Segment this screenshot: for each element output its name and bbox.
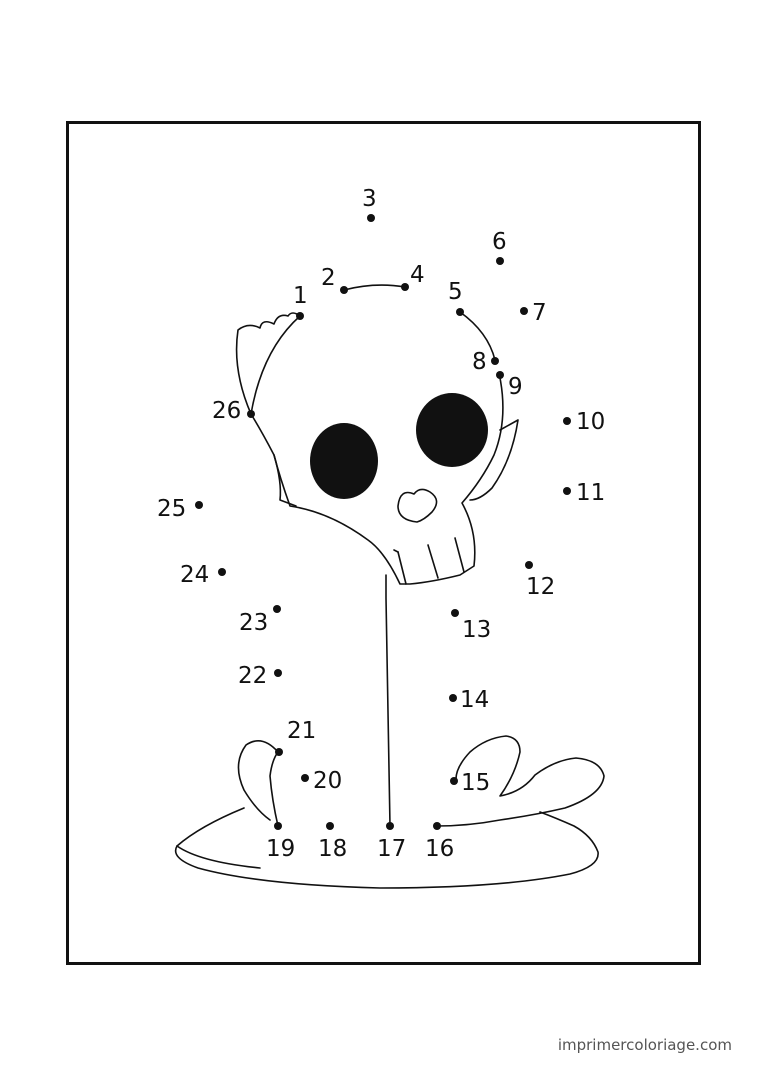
- dot-14: [449, 694, 457, 702]
- dot-label-17: 17: [377, 836, 406, 862]
- dot-13: [451, 609, 459, 617]
- dot-label-5: 5: [448, 279, 463, 305]
- dot-label-2: 2: [321, 265, 336, 291]
- dot-2: [340, 286, 348, 294]
- dot-label-19: 19: [266, 836, 295, 862]
- dot-label-7: 7: [532, 300, 547, 326]
- dot-3: [367, 214, 375, 222]
- dot-20: [301, 774, 309, 782]
- dot-26: [247, 410, 255, 418]
- dot-21: [275, 748, 283, 756]
- dot-18: [326, 822, 334, 830]
- dot-label-23: 23: [239, 610, 268, 636]
- dot-label-18: 18: [318, 836, 347, 862]
- dot-5: [456, 308, 464, 316]
- dot-16: [433, 822, 441, 830]
- skull-flower-drawing: [174, 284, 605, 889]
- dot-7: [520, 307, 528, 315]
- page-frame: [66, 121, 701, 965]
- dot-1: [296, 312, 304, 320]
- dot-4: [401, 283, 409, 291]
- dot-label-1: 1: [293, 283, 308, 309]
- dot-label-12: 12: [526, 574, 555, 600]
- dot-label-16: 16: [425, 836, 454, 862]
- dot-25: [195, 501, 203, 509]
- dot-label-24: 24: [180, 562, 209, 588]
- dot-label-10: 10: [576, 409, 605, 435]
- dot-label-6: 6: [492, 229, 507, 255]
- dot-19: [274, 822, 282, 830]
- site-credit: imprimercoloriage.com: [557, 1036, 732, 1054]
- dot-12: [525, 561, 533, 569]
- dot-label-9: 9: [508, 374, 523, 400]
- dot-22: [274, 669, 282, 677]
- dot-label-13: 13: [462, 617, 491, 643]
- dot-24: [218, 568, 226, 576]
- dot-label-26: 26: [212, 398, 241, 424]
- dot-label-11: 11: [576, 480, 605, 506]
- dot-23: [273, 605, 281, 613]
- left-eye-shape: [310, 423, 378, 499]
- dot-label-15: 15: [461, 770, 490, 796]
- dot-label-3: 3: [362, 186, 377, 212]
- numbered-dots: 1234567891011121314151617181920212223242…: [157, 186, 605, 862]
- dot-9: [496, 371, 504, 379]
- dot-label-22: 22: [238, 663, 267, 689]
- dot-label-8: 8: [472, 349, 487, 375]
- dot-label-25: 25: [157, 496, 186, 522]
- dot-10: [563, 417, 571, 425]
- dot-label-20: 20: [313, 768, 342, 794]
- dot-17: [386, 822, 394, 830]
- dot-label-14: 14: [460, 687, 489, 713]
- dot-8: [491, 357, 499, 365]
- dot-6: [496, 257, 504, 265]
- dot-label-4: 4: [410, 262, 425, 288]
- dot-15: [450, 777, 458, 785]
- dot-11: [563, 487, 571, 495]
- dot-label-21: 21: [287, 718, 316, 744]
- right-eye-shape: [416, 393, 488, 467]
